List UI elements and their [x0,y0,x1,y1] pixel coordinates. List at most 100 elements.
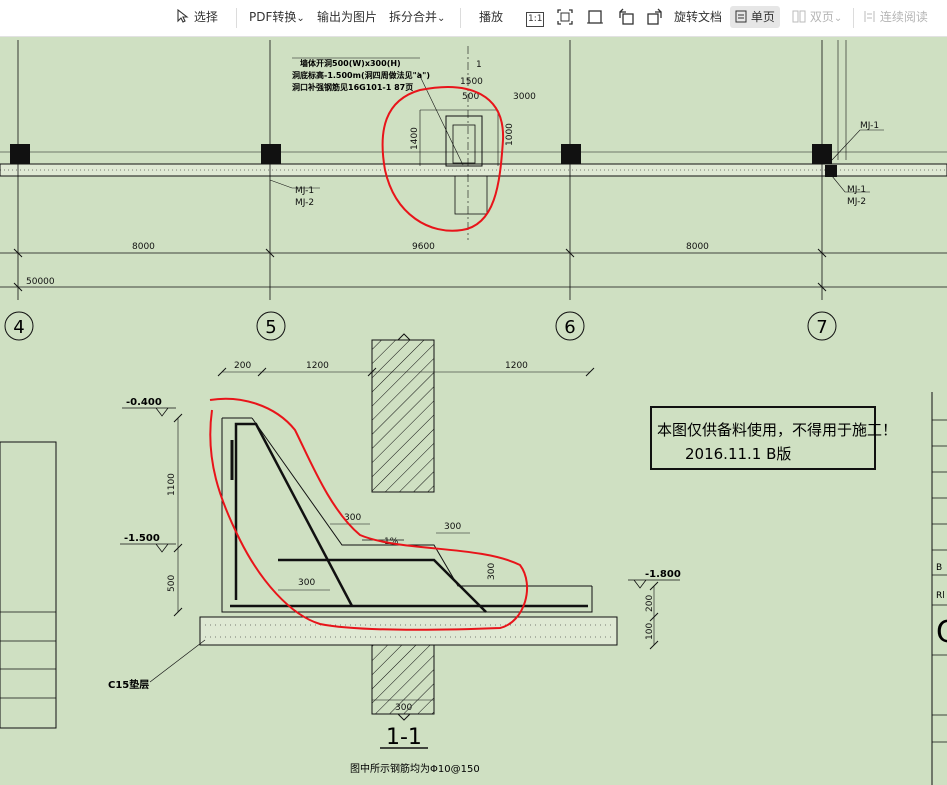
section-1-1: 200 1200 1200 1100 500 300 300 300 300 2… [108,333,681,775]
single-page-icon [735,10,747,23]
select-tool-button[interactable]: 选择 [176,6,218,28]
double-page-button[interactable]: 双页⌄ [792,6,842,28]
note-leader [417,71,464,166]
right-title-block: B Rl C [931,392,947,785]
rebar-top [278,558,487,613]
pdf-convert-button[interactable]: PDF转换⌄ [249,6,305,28]
top-note-line3: 洞口补强钢筋见16G101-1 87页 [292,82,413,92]
dim-1400: 1400 [410,127,420,150]
dim-1500: 1500 [460,77,483,87]
span-dim-1: 8000 [132,242,155,252]
rebar-diagonal [234,422,354,607]
sec-dim-300-b: 300 [444,522,461,532]
break-mark-top [397,333,411,341]
mj-leader-right [831,175,870,193]
double-page-icon [792,10,806,23]
red-markup [209,86,529,631]
column-5 [261,144,281,164]
sec-dim-1200-right: 1200 [505,361,528,371]
total-dim: 50000 [26,277,55,287]
cushion-label: C15垫层 [108,678,149,691]
slab-outline [221,418,593,613]
mj-right-2: MJ-2 [847,197,866,207]
mj-leader-right-top [831,129,884,161]
pit-outline [454,175,488,215]
stamp-box: 本图仅供备料使用，不得用于施工！ 2016.11.1 B版 [650,406,897,470]
sec-dim-300-c: 300 [298,578,315,588]
elev-marker-1 [122,407,176,417]
rotate-right-icon[interactable] [646,8,664,26]
sec-dim-200: 200 [234,361,251,371]
export-image-label: 输出为图片 [317,10,378,24]
chevron-down-icon: ⌄ [296,13,305,24]
rotate-document-button[interactable]: 旋转文档 [674,6,722,28]
dim-3000: 3000 [513,92,536,102]
axis-lines [17,40,823,300]
actual-size-button[interactable]: 1:1 [526,6,545,28]
stamp-line2: 2016.11.1 B版 [685,445,791,463]
sec-dim-300-a: 300 [344,513,361,523]
mj-marker [825,165,837,177]
play-label: 播放 [479,10,504,24]
wall-section-upper [371,339,435,493]
elev-minus-1800: -1.800 [645,569,681,580]
dim-500: 500 [462,92,479,102]
mj-left-2: MJ-2 [295,198,314,208]
title-block-frag-c: C [936,615,947,650]
title-block-frag-rl: Rl [936,591,945,601]
markup-circle-plan [381,86,505,232]
right-wall-lines [837,40,847,160]
axis-bubble-4 [4,311,34,341]
column-7 [812,144,832,164]
mj-right-1: MJ-1 [847,185,866,195]
left-table-fragment [0,441,57,729]
mj-right-top: MJ-1 [860,121,879,131]
cursor-arrow-icon [177,8,189,23]
single-page-button[interactable]: 单页 [730,6,780,28]
continuous-scroll-icon [864,11,875,22]
markup-loop-section [209,397,529,631]
export-image-button[interactable]: 输出为图片 [317,6,377,28]
double-page-label: 双页 [809,10,834,24]
sec-dim-1100: 1100 [167,473,177,496]
split-merge-button[interactable]: 拆分合并⌄ [389,6,445,28]
cad-drawing: 墙体开洞500(W)x300(H) 洞底标高-1.500m(洞四周做法见"a")… [0,40,947,785]
axis-label-4: 4 [13,317,24,338]
span-dim-2: 9600 [412,242,435,252]
column-4 [10,144,30,164]
chevron-down-icon: ⌄ [437,13,446,24]
single-page-label: 单页 [750,10,775,24]
axis-bubble-6 [555,311,585,341]
break-mark-bottom [397,713,411,721]
elev-marker-2 [120,543,176,553]
column-6 [561,144,581,164]
section-mark-1: 1 [476,60,482,70]
span-dim-3: 8000 [686,242,709,252]
elev-marker-3 [628,579,680,589]
continuous-read-button[interactable]: 连续阅读 [863,6,928,28]
sec-dim-300-d: 300 [487,563,497,580]
sec-dim-1200-left: 1200 [306,361,329,371]
top-note-line2: 洞底标高-1.500m(洞四周做法见"a") [292,70,430,80]
elev-minus-1500: -1.500 [124,533,160,544]
span-ticks [13,248,827,258]
top-note-line1: 墙体开洞500(W)x300(H) [300,58,401,68]
section-top-ticks [217,367,595,377]
dim-1000: 1000 [505,123,515,146]
fit-page-icon[interactable] [556,8,574,26]
cushion-leader [149,639,206,683]
sec-dim-300-wall: 300 [395,703,412,713]
rebar-note: 图中所示钢筋均为Φ10@150 [350,762,480,775]
axis-label-5: 5 [265,317,276,338]
mj-left-1: MJ-1 [295,186,314,196]
section-title: 1-1 [386,725,422,750]
slope-label: 1% [384,537,399,547]
fit-width-icon[interactable] [586,8,604,26]
play-button[interactable]: 播放 [479,6,503,28]
haunch-outline [251,417,592,587]
document-canvas[interactable]: 墙体开洞500(W)x300(H) 洞底标高-1.500m(洞四周做法见"a")… [0,37,947,785]
rotate-left-icon[interactable] [617,8,635,26]
pdf-convert-label: PDF转换 [249,10,297,24]
axis-bubble-7 [807,311,837,341]
chevron-down-icon: ⌄ [833,13,843,24]
